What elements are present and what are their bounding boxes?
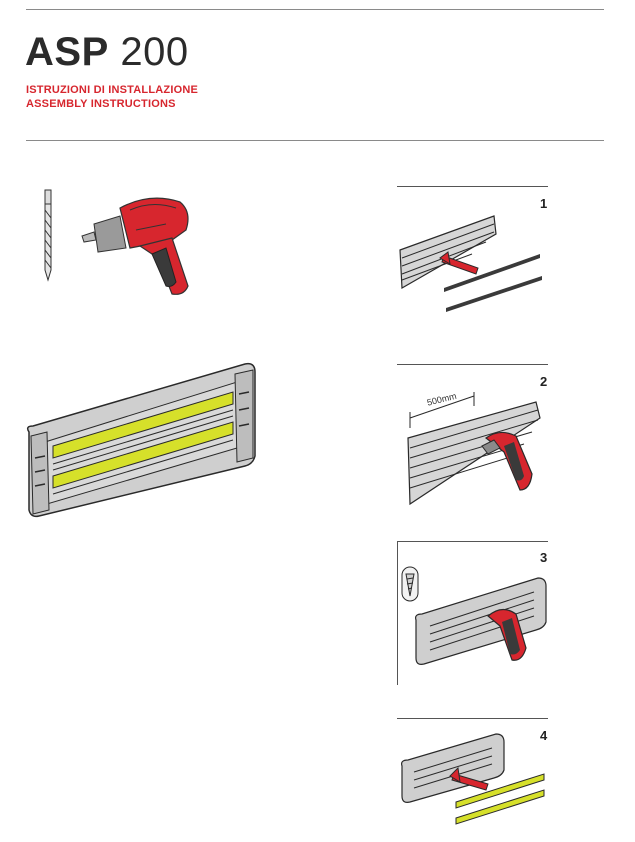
step-4-number: 4	[540, 728, 548, 743]
step-4-illustration	[401, 733, 545, 825]
step-2-illustration	[407, 392, 541, 506]
screw-icon	[401, 566, 419, 602]
heater-overview-icon	[26, 362, 256, 518]
cordless-screwdriver-icon	[81, 197, 189, 295]
step-3-number: 3	[540, 550, 548, 565]
step-3-illustration	[415, 577, 547, 665]
step-1-rule	[397, 186, 548, 187]
subtitle-italian: ISTRUZIONI DI INSTALLAZIONE	[26, 84, 199, 96]
step-4-rule	[397, 718, 548, 719]
step-2-number: 2	[540, 374, 548, 389]
step-1-illustration	[399, 215, 542, 312]
top-rule	[26, 9, 604, 10]
page-title: ASP 200	[25, 30, 189, 74]
step-3-rule	[397, 541, 548, 542]
step-3-side-rule	[397, 541, 398, 685]
step-2-rule	[397, 364, 548, 365]
header-bottom-rule	[26, 140, 604, 141]
step-1-number: 1	[540, 196, 548, 211]
subtitle-english: ASSEMBLY INSTRUCTIONS	[26, 98, 176, 110]
drill-bit-icon	[44, 189, 52, 282]
